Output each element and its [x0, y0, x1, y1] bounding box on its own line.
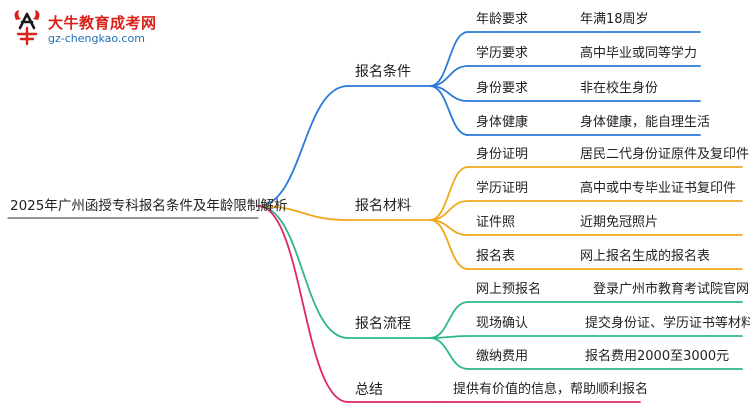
material-key: 证件照: [476, 215, 516, 230]
branch-connector-summary: [257, 205, 349, 403]
condition-key: 年龄要求: [476, 12, 529, 27]
condition-value: 年满18周岁: [580, 12, 649, 27]
branch-conditions-label: 报名条件: [355, 64, 411, 80]
leaf-connector-process: [429, 301, 469, 339]
process-value: 提交身份证、学历证书等材料: [585, 316, 750, 331]
root-node-label: 2025年广州函授专科报名条件及年龄限制解析: [10, 198, 288, 214]
material-value: 网上报名生成的报名表: [580, 249, 711, 264]
leaf-connector-materials: [429, 219, 469, 270]
logo-title: 大牛教育成考网: [48, 14, 157, 32]
condition-value: 高中毕业或同等学力: [580, 46, 698, 61]
material-key: 报名表: [476, 249, 516, 264]
leaf-connector-conditions: [429, 85, 469, 136]
material-value: 近期免冠照片: [580, 215, 659, 230]
condition-key: 身体健康: [476, 115, 529, 130]
process-value: 报名费用2000至3000元: [585, 349, 730, 364]
branch-summary-label: 总结: [355, 382, 383, 398]
condition-key: 身份要求: [476, 81, 529, 96]
leaf-connector-materials: [429, 166, 469, 221]
summary-text: 提供有价值的信息，帮助顺利报名: [453, 382, 649, 397]
process-key: 缴纳费用: [476, 349, 529, 364]
bull-logo-icon: [14, 10, 40, 46]
material-key: 学历证明: [476, 181, 529, 196]
branch-connector-conditions: [257, 85, 349, 207]
process-value: 登录广州市教育考试院官网: [593, 282, 750, 297]
logo-url[interactable]: gz-chengkao.com: [48, 32, 145, 45]
process-key: 网上预报名: [476, 282, 542, 297]
material-value: 高中或中专毕业证书复印件: [580, 181, 737, 196]
branch-materials-label: 报名材料: [355, 198, 411, 214]
leaf-connector-process: [429, 337, 469, 370]
process-key: 现场确认: [476, 316, 529, 331]
material-value: 居民二代身份证原件及复印件: [580, 147, 750, 162]
condition-value: 非在校生身份: [580, 81, 659, 96]
branch-connector-process: [257, 205, 349, 339]
site-logo[interactable]: 大牛教育成考网 gz-chengkao.com: [10, 8, 200, 54]
condition-key: 学历要求: [476, 46, 529, 61]
condition-value: 身体健康，能自理生活: [580, 115, 711, 130]
branch-connector-materials: [257, 205, 349, 221]
branch-process-label: 报名流程: [355, 316, 411, 332]
material-key: 身份证明: [476, 147, 529, 162]
leaf-connector-conditions: [429, 31, 469, 87]
